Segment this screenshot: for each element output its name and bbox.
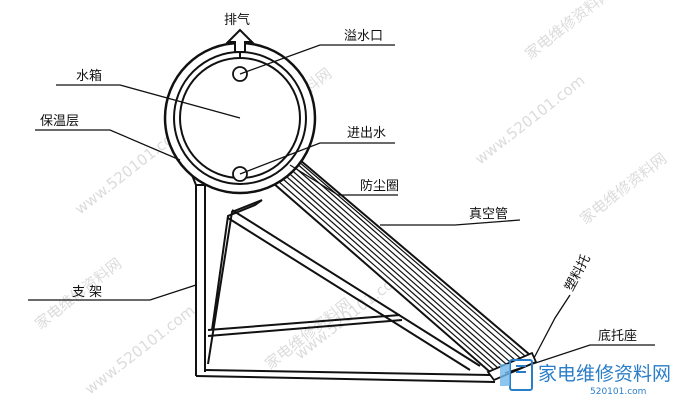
label-inout: 进出水 [347, 126, 386, 141]
watermark-site: 家电维修资料网 [521, 0, 615, 63]
tube-line [290, 163, 516, 361]
leader-overflow [239, 44, 395, 75]
leader-inout [239, 142, 395, 175]
frame-diagonal [207, 199, 263, 365]
watermark-url: www.520101.com [471, 71, 588, 168]
label-support: 支 架 [72, 285, 102, 300]
leader-plastic-holder [533, 294, 571, 359]
frame-cross-brace [207, 314, 401, 331]
label-dust-ring: 防尘圈 [360, 178, 399, 194]
tube-line [282, 167, 507, 365]
label-overflow: 溢水口 [344, 29, 383, 44]
leader-tank [56, 84, 241, 119]
leader-dust-ring [289, 164, 398, 196]
tube-line [286, 165, 511, 363]
watermark-layer: www.520101.com www.520101.com www.520101… [31, 0, 670, 398]
tube-line [278, 169, 503, 367]
exhaust-arrow [225, 28, 255, 58]
site-logo: 家电维修资料网 520101.com [500, 359, 671, 397]
watermark-url: www.520101.com [81, 301, 198, 398]
frame-cross-brace [207, 319, 403, 337]
tube-line [294, 161, 521, 359]
frame-bottom-rail [195, 375, 496, 383]
label-vacuum-tube: 真空管 [469, 207, 508, 222]
support-frame [189, 169, 496, 383]
frame-bottom-rail [204, 369, 491, 376]
label-base-seat: 底托座 [598, 328, 637, 344]
label-plastic-holder: 塑料托 [562, 252, 594, 293]
tube-line [274, 171, 499, 369]
leader-support [28, 284, 197, 301]
leader-insulation [35, 129, 181, 161]
leader-lines [28, 44, 655, 374]
label-tank: 水箱 [76, 68, 102, 84]
frame-diagonal [227, 217, 471, 371]
label-insulation: 保温层 [40, 114, 79, 129]
leader-vacuum-tube [380, 219, 521, 226]
label-exhaust: 排气 [224, 12, 250, 28]
leader-base-seat [504, 344, 655, 374]
logo-text: 家电维修资料网 [538, 363, 671, 385]
frame-diagonal [231, 209, 481, 367]
watermark-site: 家电维修资料网 [576, 149, 670, 228]
watermark-site: 家电维修资料网 [261, 294, 355, 373]
logo-icon [500, 359, 533, 391]
logo-subtext: 520101.com [590, 387, 646, 397]
tube-line [269, 173, 495, 371]
